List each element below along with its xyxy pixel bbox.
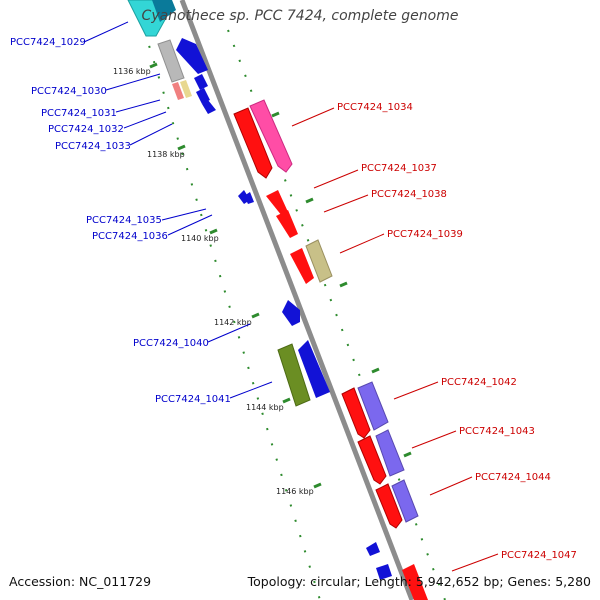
gene-label-1034[interactable]: PCC7424_1034	[337, 102, 413, 113]
tick-dashes	[149, 62, 322, 489]
tick-label: 1142 kbp	[214, 318, 252, 327]
gene-feature-1032[interactable]	[196, 88, 210, 104]
gene-feature-1044b[interactable]	[391, 479, 419, 523]
gene-label-1033[interactable]: PCC7424_1033	[55, 141, 131, 152]
gene-feature-1044[interactable]	[375, 483, 403, 529]
gene-feature-bottom[interactable]	[376, 564, 392, 580]
gene-feature-1042b[interactable]	[357, 381, 389, 431]
gene-feature-1041[interactable]	[277, 343, 311, 407]
gene-feature-1043b[interactable]	[375, 429, 405, 477]
gene-label-1037[interactable]: PCC7424_1037	[361, 163, 437, 174]
gene-label-1042[interactable]: PCC7424_1042	[441, 377, 517, 388]
gene-feature-1034[interactable]	[233, 107, 273, 179]
tick-label: 1146 kbp	[276, 487, 314, 496]
genome-backbone	[179, 0, 415, 600]
outer-tick-dashes	[271, 111, 412, 458]
gene-feature-1039a[interactable]	[290, 248, 314, 284]
map-title: Cyanothece sp. PCC 7424, complete genome	[141, 8, 459, 24]
gene-feature-1030[interactable]	[172, 82, 184, 100]
gene-label-1032[interactable]: PCC7424_1032	[48, 124, 124, 135]
gene-label-1044[interactable]: PCC7424_1044	[475, 472, 551, 483]
gene-label-1047[interactable]: PCC7424_1047	[501, 550, 577, 561]
gene-label-1039[interactable]: PCC7424_1039	[387, 229, 463, 240]
gene-feature-1040[interactable]	[282, 300, 300, 326]
gene-label-1041[interactable]: PCC7424_1041	[155, 394, 231, 405]
gene-feature-1047[interactable]	[402, 564, 428, 600]
gene-label-1043[interactable]: PCC7424_1043	[459, 426, 535, 437]
outer-track-dots	[227, 29, 446, 600]
gene-feature-blue[interactable]	[176, 38, 208, 74]
gene-feature-1039[interactable]	[305, 239, 333, 283]
gene-feature-1041b[interactable]	[298, 340, 330, 398]
tick-label: 1140 kbp	[181, 234, 219, 243]
gene-label-1038[interactable]: PCC7424_1038	[371, 189, 447, 200]
gene-label-1030[interactable]: PCC7424_1030	[31, 86, 107, 97]
gene-feature-1042[interactable]	[341, 387, 371, 439]
tick-label: 1138 kbp	[147, 150, 185, 159]
gene-label-1031[interactable]: PCC7424_1031	[41, 108, 117, 119]
accession-text: Accession: NC_011729	[9, 574, 152, 589]
tick-label: 1136 kbp	[113, 67, 151, 76]
inner-track-dots	[134, 0, 321, 600]
gene-label-1036[interactable]: PCC7424_1036	[92, 231, 168, 242]
gene-feature-1036[interactable]	[244, 192, 254, 204]
gene-feature-1038[interactable]	[276, 210, 298, 238]
left-leader-lines	[83, 21, 273, 399]
gene-feature-1031[interactable]	[194, 74, 208, 90]
gene-feature-1043[interactable]	[357, 435, 387, 485]
gene-feature-1037[interactable]	[266, 190, 288, 216]
gene-feature-1030b[interactable]	[180, 80, 192, 98]
gene-feature-grey[interactable]	[157, 39, 185, 83]
gene-label-1035[interactable]: PCC7424_1035	[86, 215, 162, 226]
gene-feature-1033[interactable]	[202, 100, 216, 114]
tick-label: 1144 kbp	[246, 403, 284, 412]
gene-feature-1029b[interactable]	[152, 0, 176, 22]
gene-label-1029[interactable]: PCC7424_1029	[10, 37, 86, 48]
genome-summary-text: Topology: circular; Length: 5,942,652 bp…	[247, 574, 591, 589]
gene-feature-1034b[interactable]	[249, 99, 293, 173]
right-leader-lines	[291, 107, 499, 572]
gene-feature-small[interactable]	[366, 542, 380, 556]
gene-label-1040[interactable]: PCC7424_1040	[133, 338, 209, 349]
